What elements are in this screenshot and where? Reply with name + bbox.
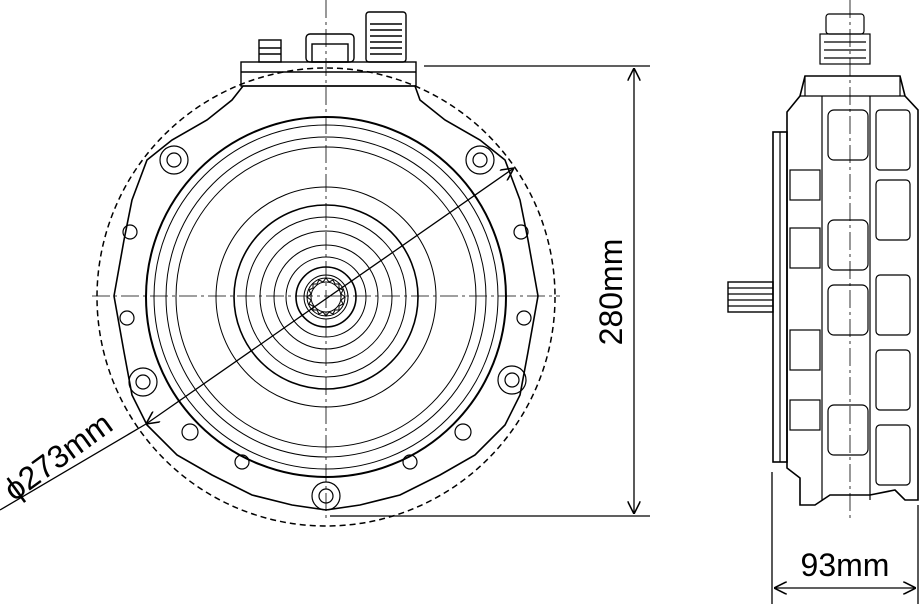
height-dimension (330, 65, 650, 517)
height-label: 280mm (593, 239, 629, 346)
width-label: 93mm (801, 547, 890, 583)
outer-diameter-circle (96, 67, 556, 527)
mounting-lugs (119, 145, 532, 511)
diameter-label: ϕ273mm (0, 405, 119, 507)
housing-outline (113, 85, 539, 511)
width-dimension (771, 472, 919, 604)
terminal-box (240, 11, 417, 87)
side-view (727, 0, 919, 520)
front-view (92, 0, 560, 527)
center-lines (92, 0, 560, 520)
diameter-dimension (0, 168, 514, 511)
